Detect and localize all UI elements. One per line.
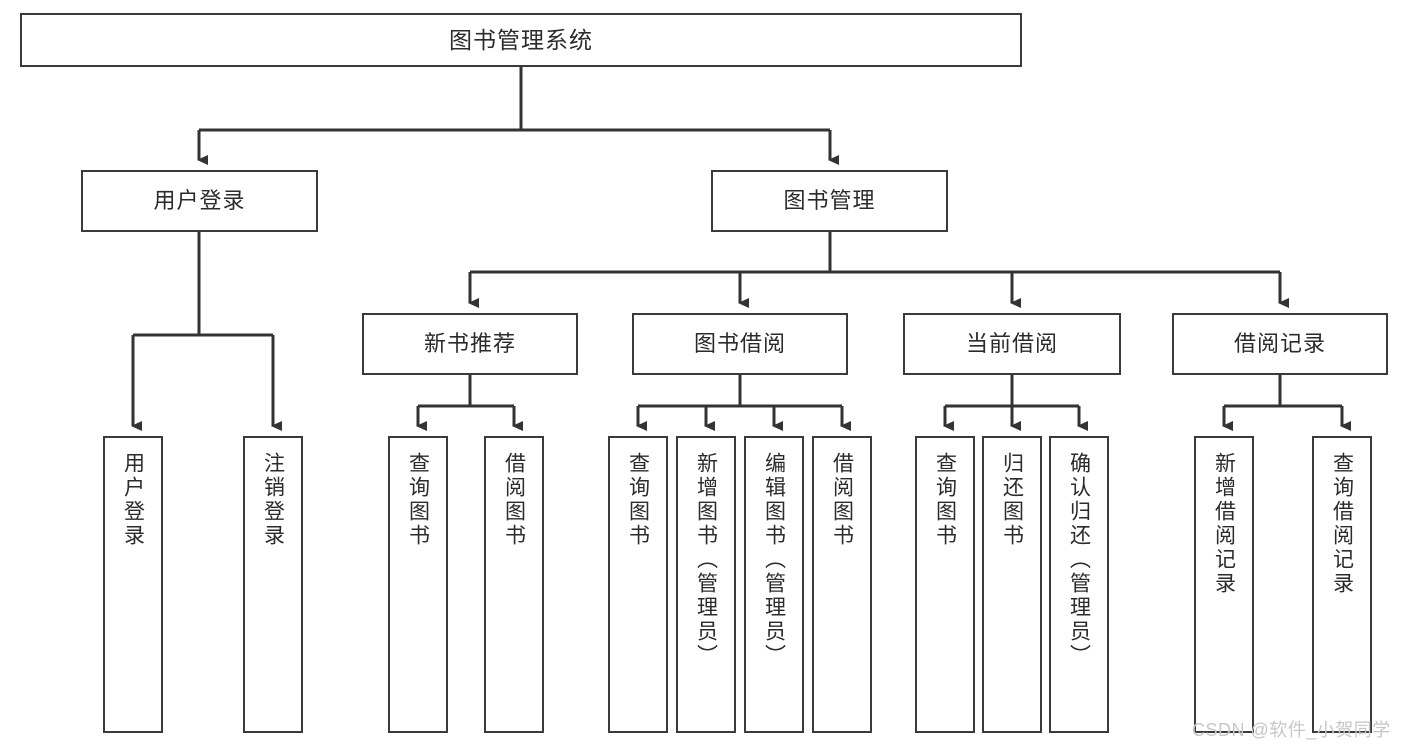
node-current-borrow[interactable]: 当前借阅 <box>903 313 1121 375</box>
leaf-book-borrow-edit[interactable]: 编辑图书（管理员） <box>744 436 804 733</box>
leaf-label: 查询图书 <box>933 452 957 548</box>
leaf-label: 新增图书（管理员） <box>694 452 718 668</box>
leaf-label: 确认归还（管理员） <box>1067 452 1091 668</box>
leaf-current-borrow-confirm[interactable]: 确认归还（管理员） <box>1049 436 1109 733</box>
node-root[interactable]: 图书管理系统 <box>20 13 1022 67</box>
leaf-label: 用户登录 <box>121 452 145 548</box>
node-root-label: 图书管理系统 <box>449 26 593 53</box>
leaf-label: 注销登录 <box>261 452 285 548</box>
leaf-borrow-record-add[interactable]: 新增借阅记录 <box>1194 436 1254 733</box>
node-new-book-recommend[interactable]: 新书推荐 <box>362 313 578 375</box>
leaf-current-borrow-return[interactable]: 归还图书 <box>982 436 1042 733</box>
leaf-current-borrow-query[interactable]: 查询图书 <box>915 436 975 733</box>
leaf-user-login-login[interactable]: 用户登录 <box>103 436 163 733</box>
node-borrow-record[interactable]: 借阅记录 <box>1172 313 1388 375</box>
node-book-borrow-label: 图书借阅 <box>693 331 786 357</box>
leaf-label: 查询图书 <box>406 452 430 548</box>
leaf-label: 归还图书 <box>1000 452 1024 548</box>
leaf-book-borrow-query[interactable]: 查询图书 <box>608 436 668 733</box>
leaf-borrow-record-query[interactable]: 查询借阅记录 <box>1312 436 1372 733</box>
leaf-label: 借阅图书 <box>830 452 854 548</box>
leaf-book-borrow-add[interactable]: 新增图书（管理员） <box>676 436 736 733</box>
leaf-label: 新增借阅记录 <box>1212 452 1236 596</box>
node-user-login[interactable]: 用户登录 <box>81 170 318 232</box>
leaf-label: 查询图书 <box>626 452 650 548</box>
node-book-management[interactable]: 图书管理 <box>711 170 948 232</box>
leaf-label: 借阅图书 <box>502 452 526 548</box>
leaf-user-login-logout[interactable]: 注销登录 <box>243 436 303 733</box>
leaf-book-borrow-borrow[interactable]: 借阅图书 <box>812 436 872 733</box>
node-book-management-label: 图书管理 <box>783 188 876 214</box>
node-borrow-record-label: 借阅记录 <box>1233 331 1326 357</box>
node-user-login-label: 用户登录 <box>153 188 246 214</box>
leaf-new-book-borrow[interactable]: 借阅图书 <box>484 436 544 733</box>
node-book-borrow[interactable]: 图书借阅 <box>632 313 848 375</box>
node-current-borrow-label: 当前借阅 <box>965 331 1058 357</box>
leaf-label: 编辑图书（管理员） <box>762 452 786 668</box>
leaf-new-book-query[interactable]: 查询图书 <box>388 436 448 733</box>
node-new-book-recommend-label: 新书推荐 <box>423 331 516 357</box>
leaf-label: 查询借阅记录 <box>1330 452 1354 596</box>
